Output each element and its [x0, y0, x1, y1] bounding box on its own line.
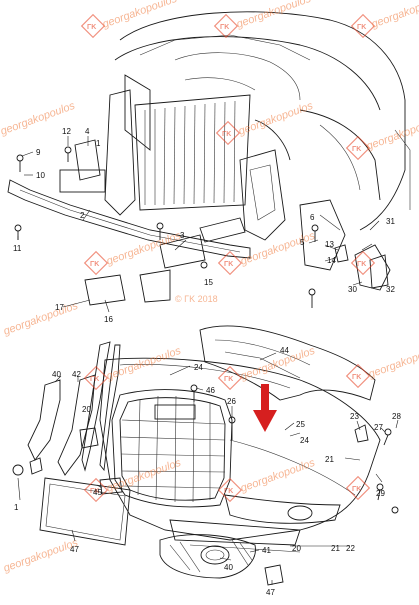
- svg-text:ΓΚ: ΓΚ: [222, 131, 231, 138]
- callout-17: 17: [55, 303, 64, 312]
- svg-text:ΓΚ: ΓΚ: [90, 261, 99, 268]
- bumper-upper-bracket: [199, 325, 376, 401]
- callout-12: 12: [62, 127, 71, 136]
- watermark-text: georgakopoulos: [370, 0, 419, 31]
- license-plate-holder: [39, 477, 131, 546]
- svg-text:ΓΚ: ΓΚ: [220, 24, 229, 31]
- watermark-logo: ΓΚ: [350, 250, 376, 276]
- watermark-text: georgakopoulos: [105, 457, 183, 495]
- fog-lamp-grille: [159, 534, 284, 586]
- callout-24: 24: [300, 436, 309, 445]
- watermark-logo: ΓΚ: [80, 13, 106, 39]
- callout-28: 28: [392, 412, 401, 421]
- callout-26: 26: [227, 397, 236, 406]
- callout-32: 32: [386, 285, 395, 294]
- watermark-text: georgakopoulos: [239, 230, 317, 268]
- callout-25: 25: [296, 420, 305, 429]
- front-bumper-cover: [99, 357, 381, 553]
- callout-40: 40: [52, 370, 61, 379]
- watermark-logo: ΓΚ: [345, 135, 371, 161]
- watermark-text: georgakopoulos: [367, 343, 419, 381]
- fasteners: [12, 146, 399, 514]
- callout-40b: 40: [224, 563, 233, 572]
- vehicle-front-linework: [104, 11, 411, 271]
- radiator-grille: [111, 389, 233, 508]
- callout-9: 9: [36, 148, 41, 157]
- callout-43: 44: [280, 346, 289, 355]
- callout-14: 14: [327, 256, 336, 265]
- svg-text:ΓΚ: ΓΚ: [87, 24, 96, 31]
- svg-text:ΓΚ: ΓΚ: [90, 376, 99, 383]
- svg-text:ΓΚ: ΓΚ: [90, 488, 99, 495]
- watermark-logo: ΓΚ: [217, 365, 243, 391]
- callout-46: 47: [70, 545, 79, 554]
- callout-16: 16: [104, 315, 113, 324]
- callouts: 9 10 11 12 4 1 2 3 15 17 16 6 5 13 14 31…: [13, 127, 401, 597]
- svg-text:ΓΚ: ΓΚ: [352, 146, 361, 153]
- callout-5: 5: [300, 238, 305, 247]
- callout-30: 30: [348, 285, 357, 294]
- callout-27: 27: [374, 423, 383, 432]
- callout-11: 11: [13, 244, 22, 253]
- callout-20: 20: [82, 405, 91, 414]
- callout-6: 6: [310, 213, 315, 222]
- callout-1: 1: [96, 139, 101, 148]
- watermark-logo: ΓΚ: [350, 13, 376, 39]
- callout-29: 29: [376, 489, 385, 498]
- watermark-text: georgakopoulos: [239, 345, 317, 383]
- grille-side-trims: [27, 341, 121, 476]
- svg-text:ΓΚ: ΓΚ: [224, 488, 233, 495]
- callout-31: 31: [386, 217, 395, 226]
- watermark-text: georgakopoulos: [105, 230, 183, 268]
- callout-22: 23: [350, 412, 359, 421]
- watermark-text: georgakopoulos: [101, 0, 179, 31]
- callout-2: 2: [80, 211, 85, 220]
- callout-21c: 22: [346, 544, 355, 553]
- watermark-center-mark: © ΓΚ 2018: [175, 294, 218, 304]
- callout-47: 47: [266, 588, 275, 597]
- svg-text:ΓΚ: ΓΚ: [357, 24, 366, 31]
- callout-13: 13: [325, 240, 334, 249]
- watermark-logo: ΓΚ: [217, 477, 243, 503]
- watermark-logo: ΓΚ: [345, 363, 371, 389]
- callout-45: 46: [206, 386, 215, 395]
- svg-text:ΓΚ: ΓΚ: [357, 261, 366, 268]
- callout-3: 3: [180, 231, 185, 240]
- callout-42: 42: [72, 370, 81, 379]
- callout-44: 45: [93, 488, 102, 497]
- watermark-logo: ΓΚ: [83, 250, 109, 276]
- watermark-logo: ΓΚ: [213, 13, 239, 39]
- callout-21: 21: [325, 455, 334, 464]
- callout-4: 4: [85, 127, 90, 136]
- watermark-text: georgakopoulos: [239, 457, 317, 495]
- watermark-logo: ΓΚ: [345, 475, 371, 501]
- watermark-text: georgakopoulos: [105, 345, 183, 383]
- watermark-text: georgakopoulos: [2, 537, 80, 575]
- watermark-logo: ΓΚ: [217, 250, 243, 276]
- red-arrow-icon: [253, 384, 277, 432]
- callout-23: 24: [194, 363, 203, 372]
- svg-text:ΓΚ: ΓΚ: [224, 376, 233, 383]
- svg-text:ΓΚ: ΓΚ: [352, 486, 361, 493]
- callout-20b: 20: [292, 544, 301, 553]
- leader-lines: [17, 136, 399, 585]
- callout-41: 41: [262, 546, 271, 555]
- watermark-logo: ΓΚ: [215, 120, 241, 146]
- callout-21b: 21: [331, 544, 340, 553]
- callout-15: 15: [204, 278, 213, 287]
- bumper-reinforcement-bar: [7, 139, 251, 306]
- callout-10: 10: [36, 171, 45, 180]
- watermark-logo: ΓΚ: [83, 477, 109, 503]
- svg-text:ΓΚ: ΓΚ: [224, 261, 233, 268]
- svg-text:ΓΚ: ΓΚ: [352, 374, 361, 381]
- watermark-text: georgakopoulos: [365, 115, 419, 153]
- watermark-logo: ΓΚ: [83, 365, 109, 391]
- callout-18: 1: [14, 503, 19, 512]
